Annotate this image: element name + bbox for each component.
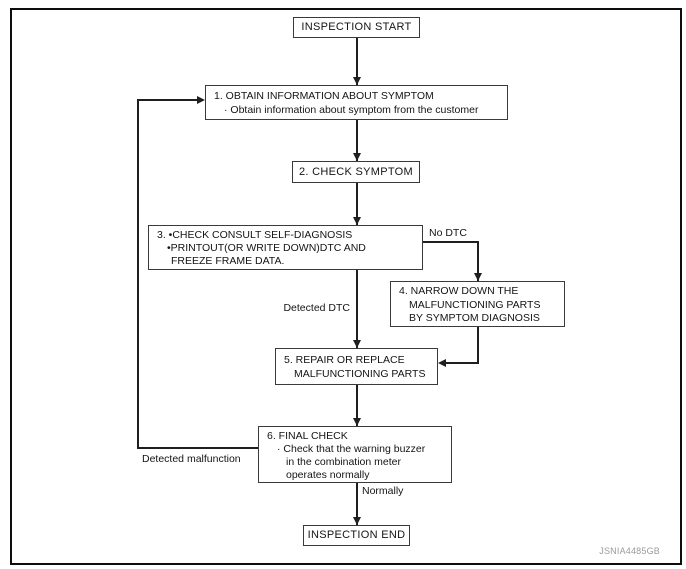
connector-step1-step2 — [356, 120, 358, 161]
node-step1-obtain-information: 1. OBTAIN INFORMATION ABOUT SYMPTOM · Ob… — [205, 85, 508, 120]
feedback-loop-bottom — [137, 447, 258, 449]
node-step5-repair-replace: 5. REPAIR OR REPLACE MALFUNCTIONING PART… — [275, 348, 438, 385]
figure-code: JSNIA4485GB — [599, 546, 660, 556]
diagram-border — [10, 8, 682, 565]
connector-start-step1 — [356, 38, 358, 85]
node-inspection-end-label: INSPECTION END — [307, 529, 406, 541]
step5-line2: MALFUNCTIONING PARTS — [294, 368, 426, 380]
step1-detail: · Obtain information about symptom from … — [224, 104, 479, 116]
step6-line3: in the combination meter — [286, 456, 401, 468]
arrowhead-into-end — [353, 517, 361, 525]
step5-line1: 5. REPAIR OR REPLACE — [284, 354, 405, 366]
step3-line2: •PRINTOUT(OR WRITE DOWN)DTC AND — [167, 242, 366, 254]
arrowhead-into-step4 — [474, 273, 482, 281]
step6-title: 6. FINAL CHECK — [267, 430, 348, 442]
edge-label-no-dtc: No DTC — [429, 227, 467, 239]
arrowhead-into-step5 — [353, 340, 361, 348]
node-step6-final-check: 6. FINAL CHECK · Check that the warning … — [258, 426, 452, 483]
connector-step3-step4-vertical — [477, 241, 479, 281]
edge-label-normally: Normally — [362, 485, 404, 497]
edge-label-detected-dtc: Detected DTC — [250, 302, 350, 314]
connector-step4-step5-vertical — [477, 327, 479, 364]
feedback-loop-top — [137, 99, 198, 101]
connector-step5-step6 — [356, 385, 358, 426]
connector-step3-step5 — [356, 270, 358, 348]
step2-label: 2. CHECK SYMPTOM — [298, 165, 413, 178]
connector-step6-end — [356, 483, 358, 525]
connector-step2-step3 — [356, 183, 358, 225]
feedback-loop-vertical — [137, 99, 139, 449]
node-inspection-start-label: INSPECTION START — [301, 21, 412, 33]
step3-line1: 3. •CHECK CONSULT SELF-DIAGNOSIS — [157, 229, 353, 241]
arrowhead-into-step2 — [353, 153, 361, 161]
connector-step3-step4-horizontal — [423, 241, 479, 243]
step6-line2: · Check that the warning buzzer — [277, 443, 426, 455]
step4-line2: MALFUNCTIONING PARTS — [409, 298, 541, 311]
arrowhead-into-step3 — [353, 217, 361, 225]
step3-line3: FREEZE FRAME DATA. — [171, 255, 285, 267]
edge-label-detected-malfunction: Detected malfunction — [142, 453, 241, 465]
step6-line4: operates normally — [286, 469, 370, 481]
step1-title: 1. OBTAIN INFORMATION ABOUT SYMPTOM — [214, 90, 434, 102]
arrowhead-into-step1-left — [197, 96, 205, 104]
step4-line3: BY SYMPTOM DIAGNOSIS — [409, 312, 540, 324]
node-step2-check-symptom: 2. CHECK SYMPTOM — [292, 161, 420, 183]
connector-step4-step5-horizontal — [445, 362, 479, 364]
arrowhead-into-step5-right — [438, 359, 446, 367]
step4-line1: 4. NARROW DOWN THE — [399, 285, 519, 297]
node-inspection-start: INSPECTION START — [293, 17, 420, 38]
arrowhead-into-step1 — [353, 77, 361, 85]
node-step4-narrow-down: 4. NARROW DOWN THE MALFUNCTIONING PARTS … — [390, 281, 565, 327]
node-step3-consult-self-diagnosis: 3. •CHECK CONSULT SELF-DIAGNOSIS •PRINTO… — [148, 225, 423, 270]
node-inspection-end: INSPECTION END — [303, 525, 410, 546]
arrowhead-into-step6 — [353, 418, 361, 426]
